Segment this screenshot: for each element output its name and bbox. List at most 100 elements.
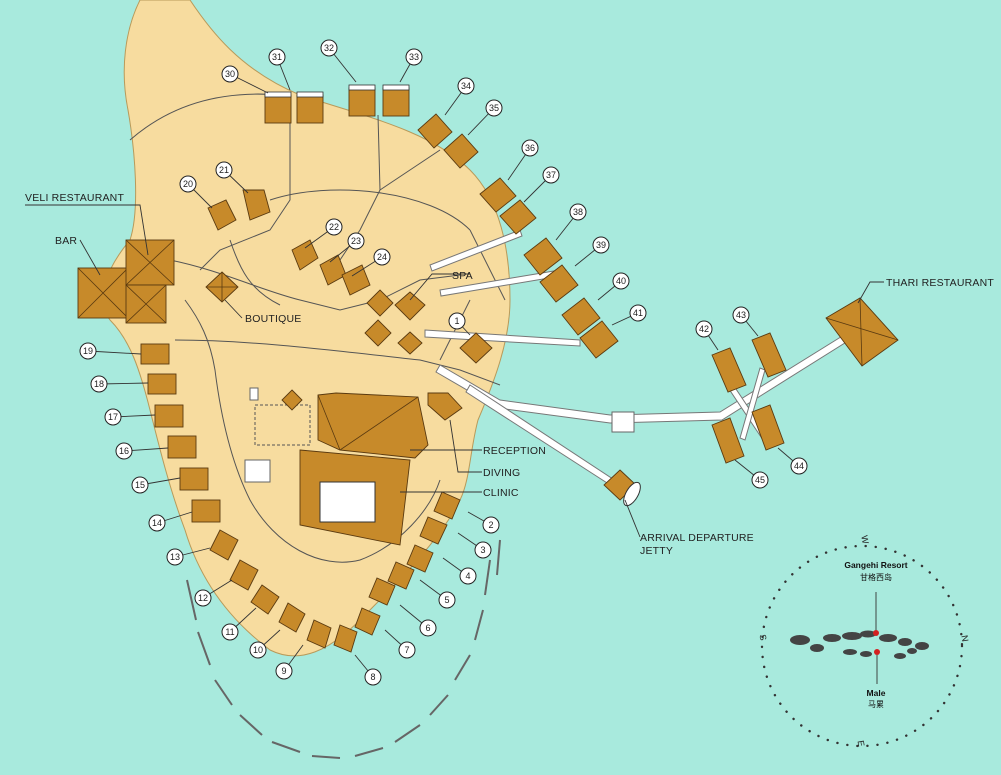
diving-building [427,392,463,421]
villa-4-marker [459,567,477,585]
compass-w: W [859,534,870,545]
compass-n: N [959,634,970,642]
villa-10-marker [249,641,267,659]
villa-34-number: 34 [461,81,471,91]
villa-45-marker [751,471,769,489]
villa-1-marker [448,312,466,330]
location-inset: Gangehi Resort 甘格西岛 Male 马累 W N S E [758,534,971,747]
villa-44-marker [790,457,808,475]
villa-13-number: 13 [170,552,180,562]
villa-32-number: 32 [324,43,334,53]
villa-41-number: 41 [633,308,643,318]
villa-16-number: 16 [119,446,129,456]
villa-21-marker [215,161,233,179]
villa-36-marker [521,139,539,157]
label-reception: RECEPTION [483,445,546,457]
beach-villas [140,189,461,653]
villa-22-marker [325,218,343,236]
villa-37-number: 37 [546,170,556,180]
villa-42-marker [695,320,713,338]
villa-15-number: 15 [135,480,145,490]
resort-name-cn-label: 甘格西岛 [860,572,892,582]
villa-45-number: 45 [755,475,765,485]
compass-e: E [856,740,867,748]
villa-3-number: 3 [480,545,485,555]
villa-2-number: 2 [488,520,493,530]
villa-6-marker [419,619,437,637]
villa-31-marker [268,48,286,66]
water-villas [264,84,787,464]
compass-s: S [758,634,769,642]
villa-38-marker [569,203,587,221]
villa-9-marker [275,662,293,680]
villa-39-marker [592,236,610,254]
villa-42-number: 42 [699,324,709,334]
villa-23-marker [347,232,365,250]
villa-20-number: 20 [183,179,193,189]
main-buildings [77,239,899,546]
villa-24-number: 24 [377,252,387,262]
villa-10-number: 10 [253,645,263,655]
villa-3-marker [474,541,492,559]
villa-32-marker [320,39,338,57]
label-bar: BAR [55,235,77,247]
villa-40-marker [612,272,630,290]
male-marker [874,649,880,655]
villa-35-marker [485,99,503,117]
capital-name-label: Male [867,688,886,698]
villa-11-number: 11 [225,627,234,637]
villa-12-number: 12 [198,593,208,603]
villa-33-marker [405,48,423,66]
villa-33-number: 33 [409,52,419,62]
villa-17-number: 17 [108,412,118,422]
villa-2-marker [482,516,500,534]
villa-7-number: 7 [404,645,409,655]
villa-13-marker [166,548,184,566]
villa-12-marker [194,589,212,607]
villa-41-marker [629,304,647,322]
inset-dotted-circle [760,544,964,748]
label-jetty-line1: ARRIVAL DEPARTURE [640,532,754,544]
villa-6-number: 6 [425,623,430,633]
villa-23-number: 23 [351,236,361,246]
villa-31-number: 31 [272,52,282,62]
villa-9-number: 9 [281,666,286,676]
villa-number-markers: 1234567891011121314151617181920212223243… [79,39,808,686]
villa-16-marker [115,442,133,460]
villa-44-number: 44 [794,461,804,471]
villa-43-number: 43 [736,310,746,320]
reef-barrier [186,539,501,759]
villa-18-marker [90,375,108,393]
villa-19-marker [79,342,97,360]
label-spa: SPA [452,270,473,282]
villa-35-number: 35 [489,103,499,113]
label-boutique: BOUTIQUE [245,313,301,325]
villa-36-number: 36 [525,143,535,153]
villa-4-number: 4 [465,571,470,581]
villa-43-marker [732,306,750,324]
villa-39-number: 39 [596,240,606,250]
villa-17-marker [104,408,122,426]
label-diving: DIVING [483,467,520,479]
label-clinic: CLINIC [483,487,519,499]
atoll-islands [790,630,929,659]
villa-24-marker [373,248,391,266]
villa-18-number: 18 [94,379,104,389]
label-thari-restaurant: THARI RESTAURANT [886,277,994,289]
water-walkways [424,229,857,491]
villa-19-number: 19 [83,346,93,356]
villa-5-number: 5 [444,595,449,605]
villa-38-number: 38 [573,207,583,217]
label-leaders [25,204,884,538]
villa-37-marker [542,166,560,184]
villa-21-number: 21 [219,165,229,175]
villa-14-number: 14 [152,518,162,528]
villa-15-marker [131,476,149,494]
villa-11-marker [221,623,239,641]
villa-30-marker [221,65,239,83]
gangehi-marker [873,630,879,636]
resort-name-label: Gangehi Resort [844,560,907,570]
label-veli-restaurant: VELI RESTAURANT [25,192,124,204]
villa-8-number: 8 [370,672,375,682]
